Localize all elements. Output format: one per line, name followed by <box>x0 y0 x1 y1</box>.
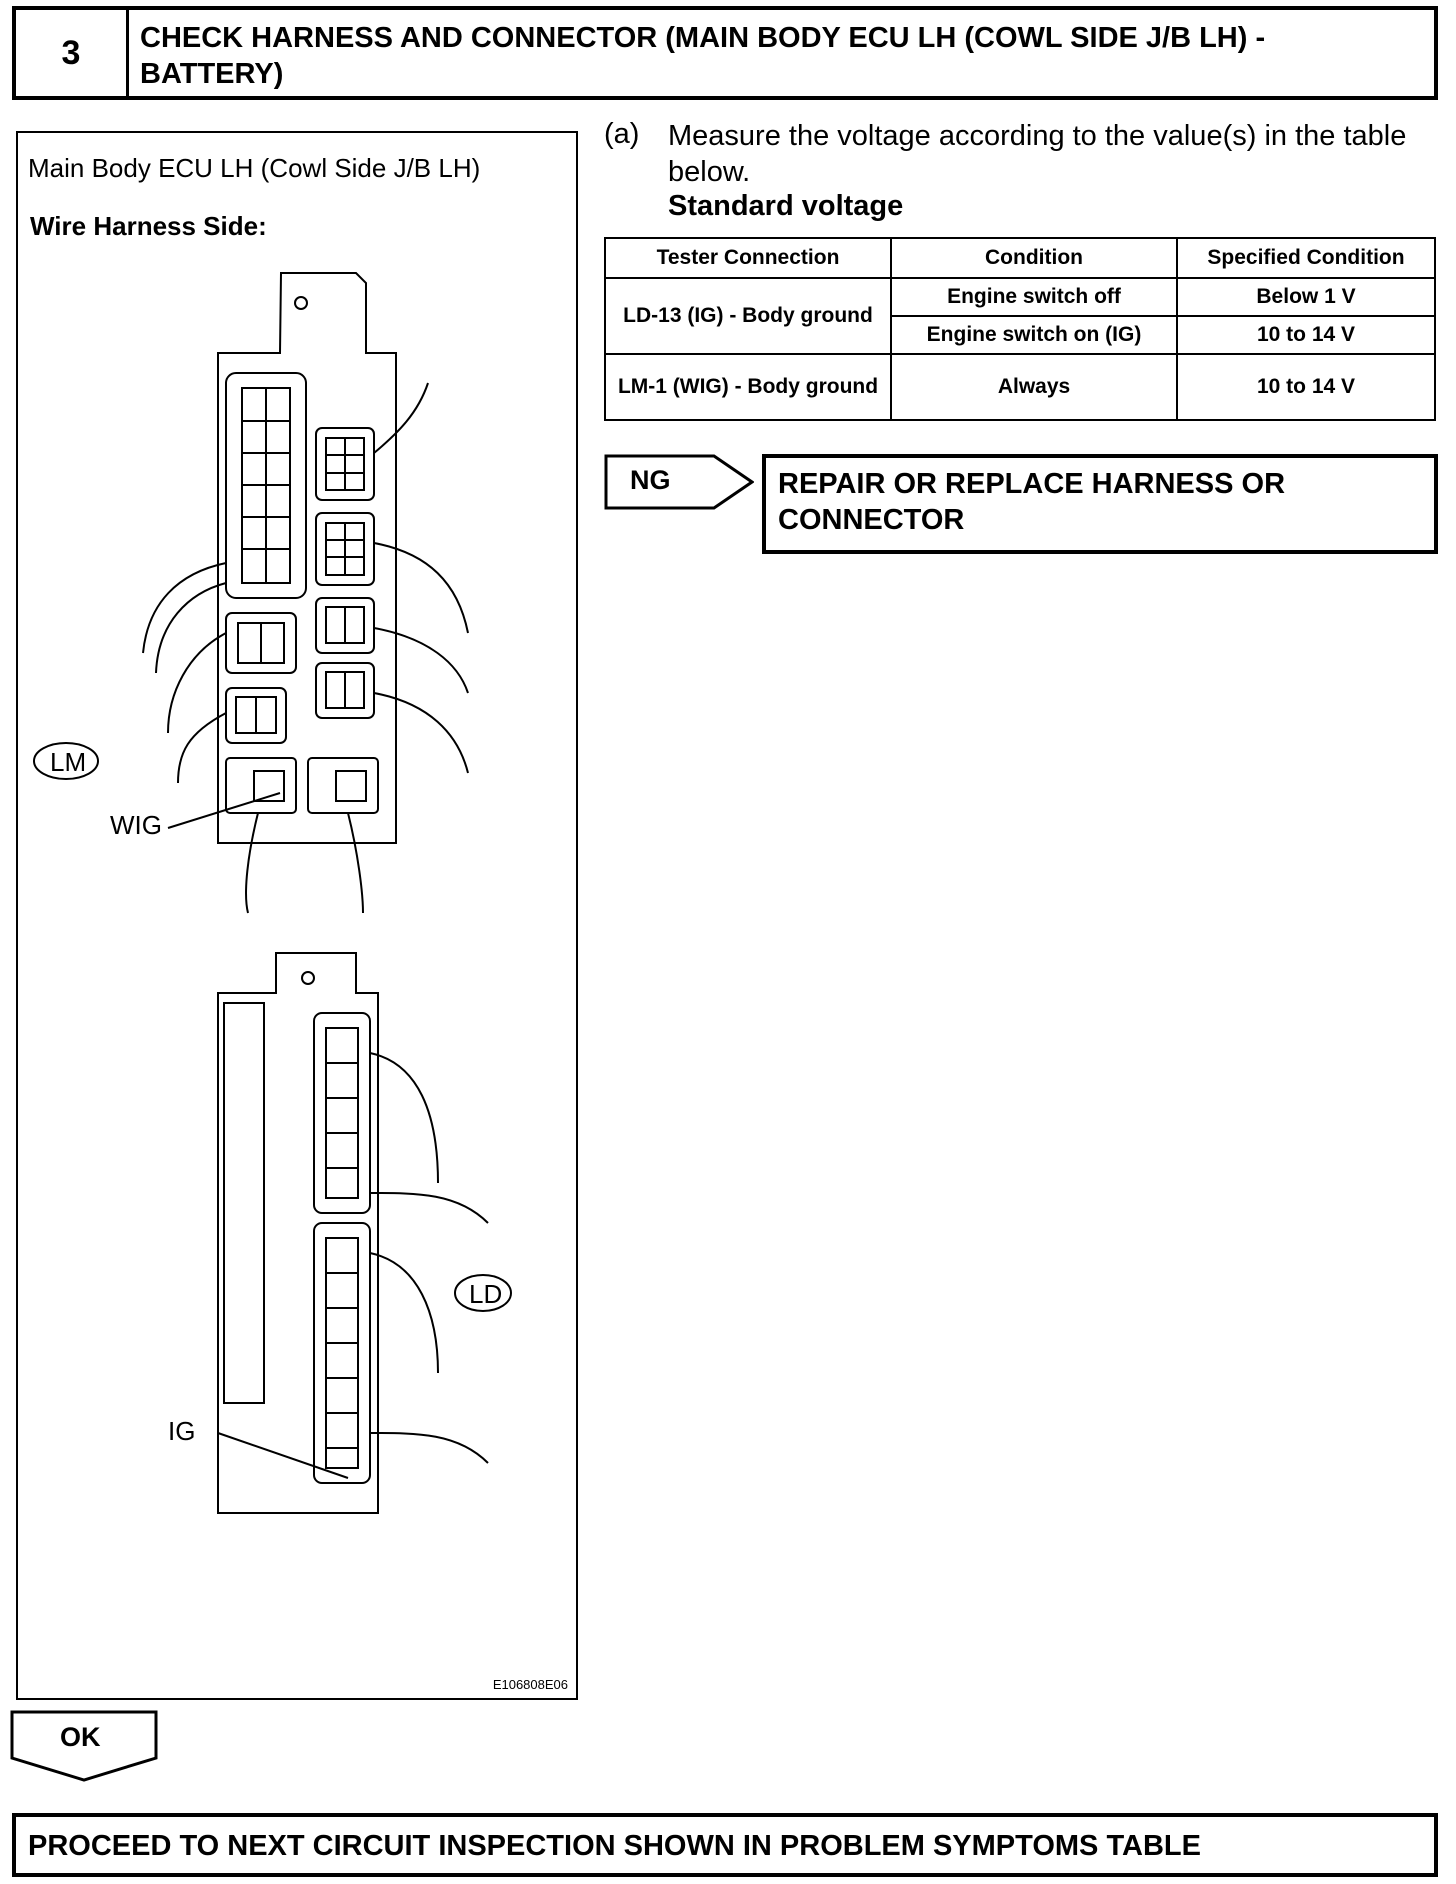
cell-connection: LM-1 (WIG) - Body ground <box>604 353 892 421</box>
figure-subject: Main Body ECU LH (Cowl Side J/B LH) <box>28 153 481 183</box>
upper-ecu-unit <box>142 272 469 914</box>
cell-condition: Engine switch off <box>890 277 1178 317</box>
figure-side-label: Wire Harness Side: <box>30 211 267 241</box>
step-number: 3 <box>16 10 129 96</box>
header-tester-connection: Tester Connection <box>604 237 892 279</box>
instruction-marker: (a) <box>604 118 640 150</box>
standard-voltage-heading: Standard voltage <box>668 190 904 222</box>
ok-label: OK <box>60 1722 101 1752</box>
ok-arrow-icon <box>10 1710 158 1782</box>
connector-figure: Main Body ECU LH (Cowl Side J/B LH) Wire… <box>16 131 578 1700</box>
instruction-text: Measure the voltage according to the val… <box>668 120 1407 188</box>
lower-ecu-unit <box>217 952 489 1514</box>
ig-label: IG <box>168 1416 196 1446</box>
ld-callout <box>454 1274 512 1312</box>
standard-voltage-table: Tester Connection Condition Specified Co… <box>604 237 1436 421</box>
header-condition: Condition <box>890 237 1178 279</box>
cell-spec: Below 1 V <box>1176 277 1436 317</box>
table-row: Engine switch on (IG) 10 to 14 V <box>605 315 1436 355</box>
ng-action-box: REPAIR OR REPLACE HARNESS OR CONNECTOR <box>762 454 1438 554</box>
wig-label: WIG <box>110 810 162 840</box>
table-row: LM-1 (WIG) - Body ground Always 10 to 14… <box>604 353 1436 421</box>
lm-callout <box>33 742 99 780</box>
step-title: CHECK HARNESS AND CONNECTOR (MAIN BODY E… <box>140 22 1266 90</box>
lm-label: LM <box>50 747 87 777</box>
table-header-row: Tester Connection Condition Specified Co… <box>604 237 1436 279</box>
ok-action-text: PROCEED TO NEXT CIRCUIT INSPECTION SHOWN… <box>28 1830 1201 1862</box>
header-specified-condition: Specified Condition <box>1176 237 1436 279</box>
ng-label: NG <box>630 465 671 495</box>
table-row: LD-13 (IG) - Body ground Engine switch o… <box>604 277 1436 355</box>
ng-action-text: REPAIR OR REPLACE HARNESS OR CONNECTOR <box>778 468 1286 536</box>
cell-condition: Always <box>890 353 1178 421</box>
ok-action-box: PROCEED TO NEXT CIRCUIT INSPECTION SHOWN… <box>12 1813 1438 1877</box>
ld-label: LD <box>469 1279 503 1309</box>
ng-arrow-icon <box>604 454 754 510</box>
figure-code: E106808E06 <box>492 1677 568 1692</box>
cell-condition: Engine switch on (IG) <box>890 315 1178 355</box>
cell-connection: LD-13 (IG) - Body ground <box>604 277 892 355</box>
step-header: 3 CHECK HARNESS AND CONNECTOR (MAIN BODY… <box>12 6 1438 100</box>
cell-spec: 10 to 14 V <box>1176 315 1436 355</box>
cell-spec: 10 to 14 V <box>1176 353 1436 421</box>
ecu-connector-drawing <box>33 272 512 1514</box>
